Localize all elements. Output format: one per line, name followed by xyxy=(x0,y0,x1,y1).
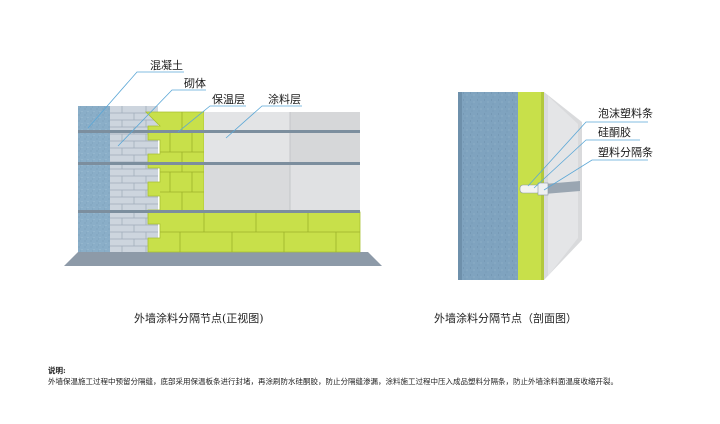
label-foam-strip: 泡沫塑料条 xyxy=(598,106,653,120)
label-coating: 涂料层 xyxy=(268,92,301,106)
section-view-caption: 外墙涂料分隔节点（剖面图） xyxy=(434,311,577,325)
label-silicone: 硅酮胶 xyxy=(598,125,631,139)
label-concrete: 混凝土 xyxy=(150,58,183,72)
section-leader-lines xyxy=(527,121,648,191)
notes-body: 外墙保温施工过程中预留分隔缝，底部采用保温板条进行封堵，再涂刷防水硅酮胶，防止分… xyxy=(48,377,618,386)
plastic-strip xyxy=(537,182,549,196)
section-view: 泡沫塑料条 硅酮胶 塑料分隔条 外墙涂料分隔节点（剖面图） xyxy=(434,92,653,325)
label-plastic-strip: 塑料分隔条 xyxy=(598,145,653,159)
label-masonry: 砌体 xyxy=(184,76,206,90)
separation-grooves xyxy=(78,130,360,213)
ground-plane xyxy=(64,252,382,266)
front-view-caption: 外墙涂料分隔节点(正视图) xyxy=(134,311,264,325)
front-leader-lines xyxy=(87,71,302,147)
label-insulation: 保温层 xyxy=(212,92,245,106)
concrete-section xyxy=(458,92,518,280)
notes-title: 说明: xyxy=(48,366,66,375)
joint-detail xyxy=(519,181,580,196)
foam-strip xyxy=(519,184,541,194)
front-view: 混凝土 砌体 保温层 涂料层 外墙涂料分隔节点(正视图) xyxy=(64,58,382,325)
